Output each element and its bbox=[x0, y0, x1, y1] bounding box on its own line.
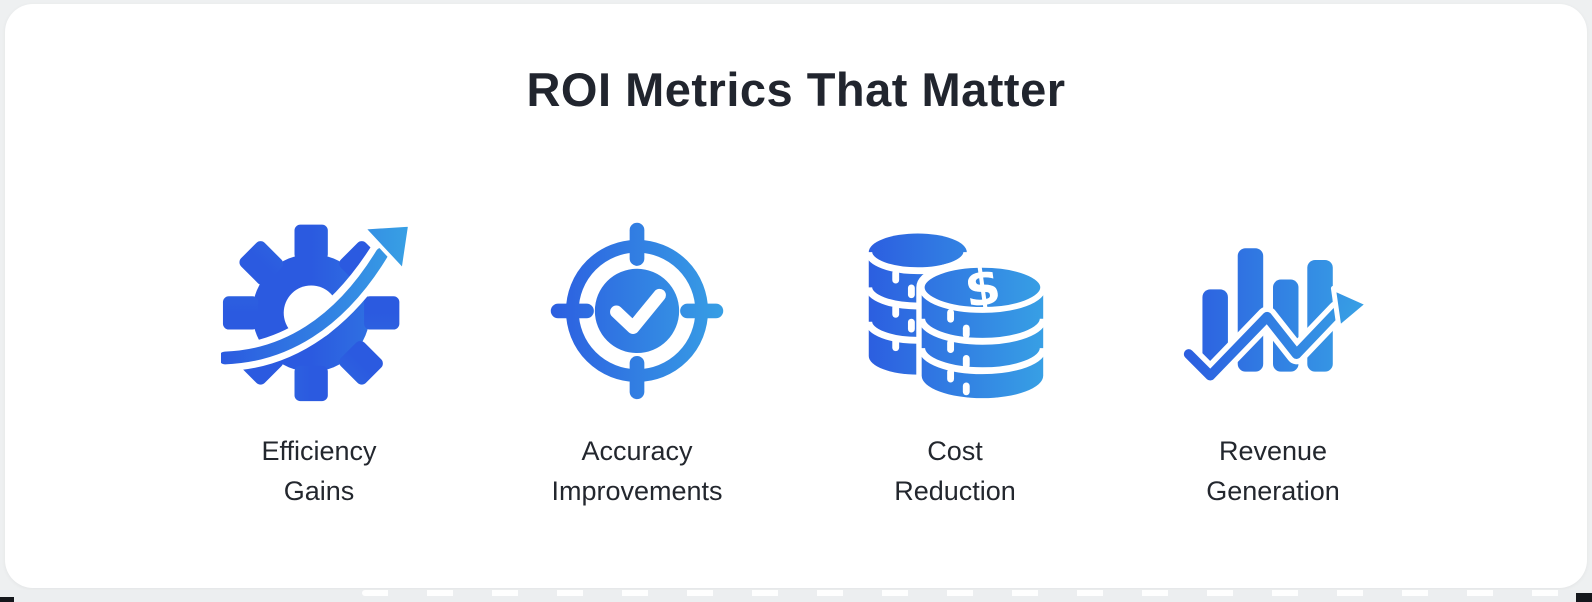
metric-accuracy-improvements: Accuracy Improvements bbox=[478, 207, 796, 511]
metric-cost-reduction: $ Cost Reduction bbox=[796, 207, 1114, 511]
bottom-right-crop-mark bbox=[1576, 593, 1592, 602]
next-section-peek bbox=[362, 590, 1572, 596]
metric-label-line1: Cost bbox=[927, 436, 983, 466]
metric-label-line2: Gains bbox=[283, 476, 355, 506]
metric-efficiency-gains: Efficiency Gains bbox=[160, 207, 478, 511]
metric-label: Cost Reduction bbox=[894, 431, 1016, 511]
metric-label: Accuracy Improvements bbox=[551, 431, 722, 511]
gear-growth-arrow-icon bbox=[221, 207, 417, 407]
metric-label-line2: Reduction bbox=[894, 476, 1016, 506]
metric-label: Efficiency Gains bbox=[261, 431, 376, 511]
metric-label: Revenue Generation bbox=[1206, 431, 1340, 511]
metric-label-line2: Generation bbox=[1206, 476, 1340, 506]
metrics-row: Efficiency Gains Accuracy Improvement bbox=[5, 207, 1587, 511]
coin-stack-dollar-icon: $ bbox=[857, 207, 1053, 407]
metric-label-line1: Revenue bbox=[1218, 436, 1328, 466]
metric-revenue-generation: Revenue Generation bbox=[1114, 207, 1432, 511]
metric-label-line1: Efficiency bbox=[261, 436, 377, 466]
target-checkmark-icon bbox=[539, 207, 735, 407]
bar-chart-trend-arrow-icon bbox=[1175, 207, 1371, 407]
page-bottom-strip bbox=[0, 590, 1592, 602]
bottom-left-crop-mark bbox=[0, 597, 14, 602]
metric-label-line2: Improvements bbox=[551, 476, 723, 506]
page-title: ROI Metrics That Matter bbox=[526, 63, 1066, 116]
infographic-card: ROI Metrics That Matter bbox=[5, 4, 1587, 588]
metric-label-line1: Accuracy bbox=[581, 436, 693, 466]
dollar-sign-glyph: $ bbox=[961, 257, 1004, 320]
